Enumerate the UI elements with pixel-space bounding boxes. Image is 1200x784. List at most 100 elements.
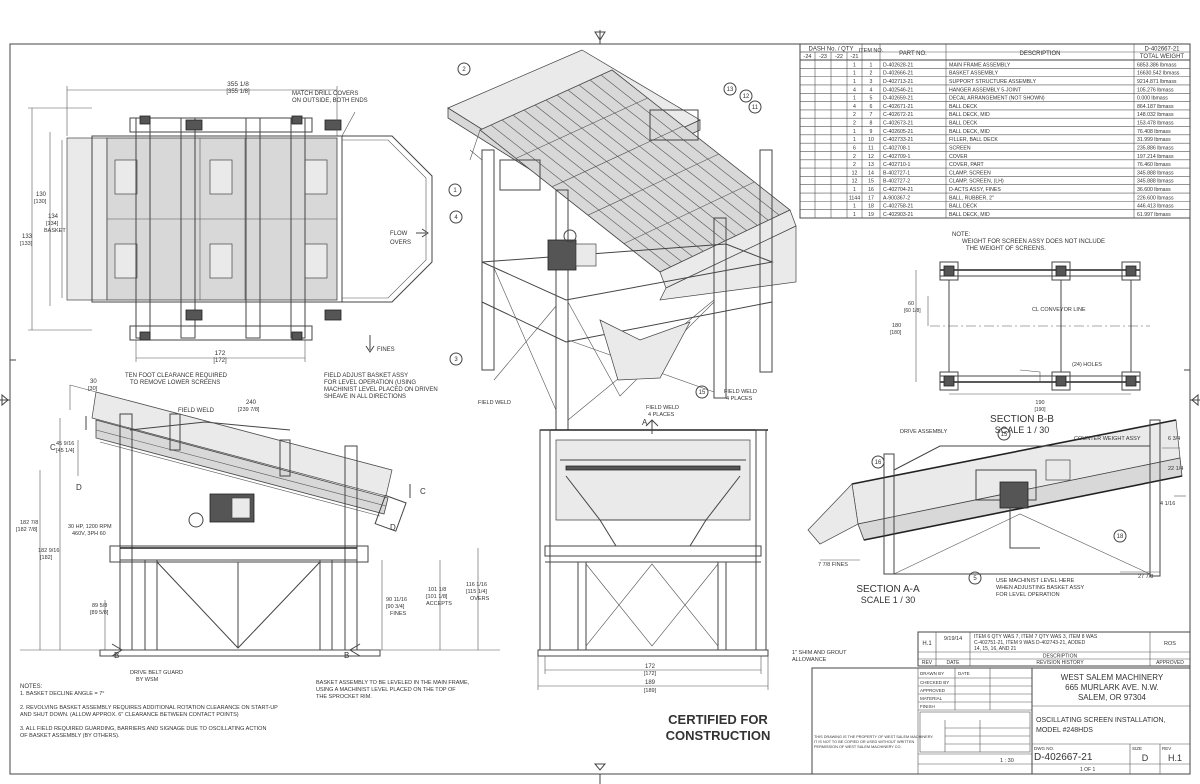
bom-qty: 1 <box>853 129 856 135</box>
elev-dim: 240 <box>246 400 257 406</box>
revision-date: 9/19/14 <box>944 636 962 642</box>
item-balloon-number: 4 <box>454 215 458 221</box>
bom-description: D-ACTS ASSY, FINES <box>949 187 1001 193</box>
plan-dim-left3: 134 <box>48 214 59 220</box>
bom-description: BALL DECK, MID <box>949 212 990 218</box>
elev-belt-guard-note: DRIVE BELT GUARD <box>130 670 183 676</box>
plan-dim-left2: 130 <box>36 192 47 198</box>
bom-item-number: 8 <box>870 121 873 127</box>
section-bb-scale: SCALE 1 / 30 <box>995 425 1050 435</box>
elev-field-adjust-note: FIELD ADJUST BASKET ASSY <box>324 373 408 379</box>
isometric-view <box>447 49 797 431</box>
bom-qty: 1 <box>853 96 856 102</box>
elev-motor-spec: 30 HP, 1200 RPM <box>68 524 112 530</box>
section-bb-conveyor-line: CL CONVEYOR LINE <box>1032 307 1086 313</box>
company-name: WEST SALEM MACHINERY <box>1061 673 1164 682</box>
elev-dim-alt: [90 3/4] <box>386 604 405 610</box>
elev-basket-note: USING A MACHINIST LEVEL PLACED ON THE TO… <box>316 687 456 693</box>
bom-qty: 12 <box>852 179 858 185</box>
item-balloon-number: 1 <box>453 188 457 194</box>
bom-item-number: 10 <box>868 137 874 143</box>
bom-qty: 12 <box>852 170 858 176</box>
bom-weight: 105.276 lbmass <box>1137 87 1174 93</box>
bom-description: SCREEN <box>949 145 971 151</box>
bom-item-number: 16 <box>868 187 874 193</box>
plan-cover-note: MATCH DRILL COVERS <box>292 91 358 97</box>
bom-qty: 1 <box>853 212 856 218</box>
bom-qty: 1144 <box>849 195 860 201</box>
bom-part-number: C-402672-21 <box>883 112 913 118</box>
bom-weight: 153.478 lbmass <box>1137 121 1174 127</box>
bom-qty: 1 <box>853 137 856 143</box>
elev-field-adjust-note: MACHINIST LEVEL PLACED ON DRIVEN <box>324 387 438 393</box>
section-aa-level-note: FOR LEVEL OPERATION <box>996 592 1060 598</box>
side-elevation <box>20 384 500 657</box>
note-line: 2. REVOLVING BASKET ASSEMBLY REQUIRES AD… <box>20 705 278 711</box>
bom-description: MAIN FRAME ASSEMBLY <box>949 62 1011 68</box>
section-bb-holes-note: (24) HOLES <box>1072 362 1102 368</box>
title-block <box>811 667 1191 775</box>
item-balloon <box>1113 529 1127 543</box>
bom-weight: 36.600 lbmass <box>1137 187 1171 193</box>
item-balloon-number: 18 <box>1117 534 1124 540</box>
revision-desc: C-402751-21, ITEM 9 WAS D-402743-21, ADD… <box>974 640 1086 646</box>
iso-field-weld-note: FIELD WELD <box>646 405 679 411</box>
bom-description: CLAMP, SCREEN <box>949 170 991 176</box>
bom-part-number: C-402605-21 <box>883 129 913 135</box>
drawing-title: MODEL #248HDS <box>1036 727 1093 734</box>
bom-description: BALL, RUBBER, 2" <box>949 195 994 201</box>
bom-header-weight: TOTAL WEIGHT <box>1140 54 1185 60</box>
elev-field-weld: FIELD WELD <box>178 408 215 414</box>
bom-weight: 864.187 lbmass <box>1137 104 1174 110</box>
plan-dim-top: 355 1/8 <box>227 81 249 88</box>
item-balloon <box>997 427 1011 441</box>
bom-qty: 4 <box>853 87 856 93</box>
bom-item-number: 3 <box>870 79 873 85</box>
bom-header-dash: -24 <box>804 54 812 60</box>
bom-weight: 197.214 lbmass <box>1137 154 1174 160</box>
elev-dim: 90 11/16 <box>386 597 407 603</box>
bom-description: CLAMP, SCREEN, (LH) <box>949 179 1004 185</box>
bom-description: BALL DECK <box>949 104 978 110</box>
revision-header-approved: APPROVED <box>1156 660 1184 666</box>
item-balloon-number: 2 <box>462 67 466 73</box>
elev-dim-label: FINES <box>390 611 407 617</box>
drawing-number: D-402667-21 <box>1034 752 1093 763</box>
elev-basket-note: BASKET ASSEMBLY TO BE LEVELED IN THE MAI… <box>316 680 470 686</box>
plan-dim-left: 133 <box>22 234 33 240</box>
bom-qty: 1 <box>853 62 856 68</box>
bom-weight: 226.600 lbmass <box>1137 195 1174 201</box>
bom-item-number: 17 <box>868 195 874 201</box>
section-aa-fines-label: 7 7/8 FINES <box>818 562 848 568</box>
elev-dim: 89 5/8 <box>92 603 107 609</box>
section-bb-dim-alt: [190] <box>1034 407 1046 413</box>
plan-fines-label: FINES <box>377 347 395 353</box>
bom-description: SUPPORT STRUCTURE ASSEMBLY <box>949 79 1037 85</box>
section-bb-dim: 190 <box>1035 400 1044 406</box>
bom-weight: 9214.871 lbmass <box>1137 79 1177 85</box>
elev-clearance-note: TO REMOVE LOWER SCREENS <box>130 380 220 386</box>
note-line: 3. ALL FIELD REQUIRED GUARDING, BARRIERS… <box>20 726 266 732</box>
revision-header-desc: DESCRIPTION <box>1043 654 1078 660</box>
bom-part-number: C-402704-21 <box>883 187 913 193</box>
bom-weight: 345.888 lbmass <box>1137 179 1174 185</box>
plan-dim-left-alt: [133] <box>20 241 33 247</box>
titleblock-label: MATERIAL <box>920 696 943 701</box>
item-balloon <box>448 183 462 197</box>
bom-weight: 345.888 lbmass <box>1137 170 1174 176</box>
bom-item-number: 5 <box>870 96 873 102</box>
elev-motor-spec: 460V, 3PH 60 <box>72 531 106 537</box>
titleblock-disclaimer: IT IS NOT TO BE COPIED OR USED WITHOUT W… <box>814 740 915 744</box>
bom-weight: 61.997 lbmass <box>1137 212 1171 218</box>
section-bb-dim-alt: [60 1/8] <box>904 308 921 314</box>
bom-qty: 4 <box>853 104 856 110</box>
elev-dim-alt: [239 7/8] <box>238 407 260 413</box>
plan-overs-label: OVERS <box>390 240 411 246</box>
weight-note-line: THE WEIGHT OF SCREENS. <box>966 246 1046 252</box>
bom-part-number: C-402903-21 <box>883 212 913 218</box>
bom-part-number: D-402546-21 <box>883 87 913 93</box>
bom-header-part: PART NO. <box>899 51 927 57</box>
bom-description: BALL DECK <box>949 204 978 210</box>
bom-part-number: A-900367-2 <box>883 195 910 201</box>
